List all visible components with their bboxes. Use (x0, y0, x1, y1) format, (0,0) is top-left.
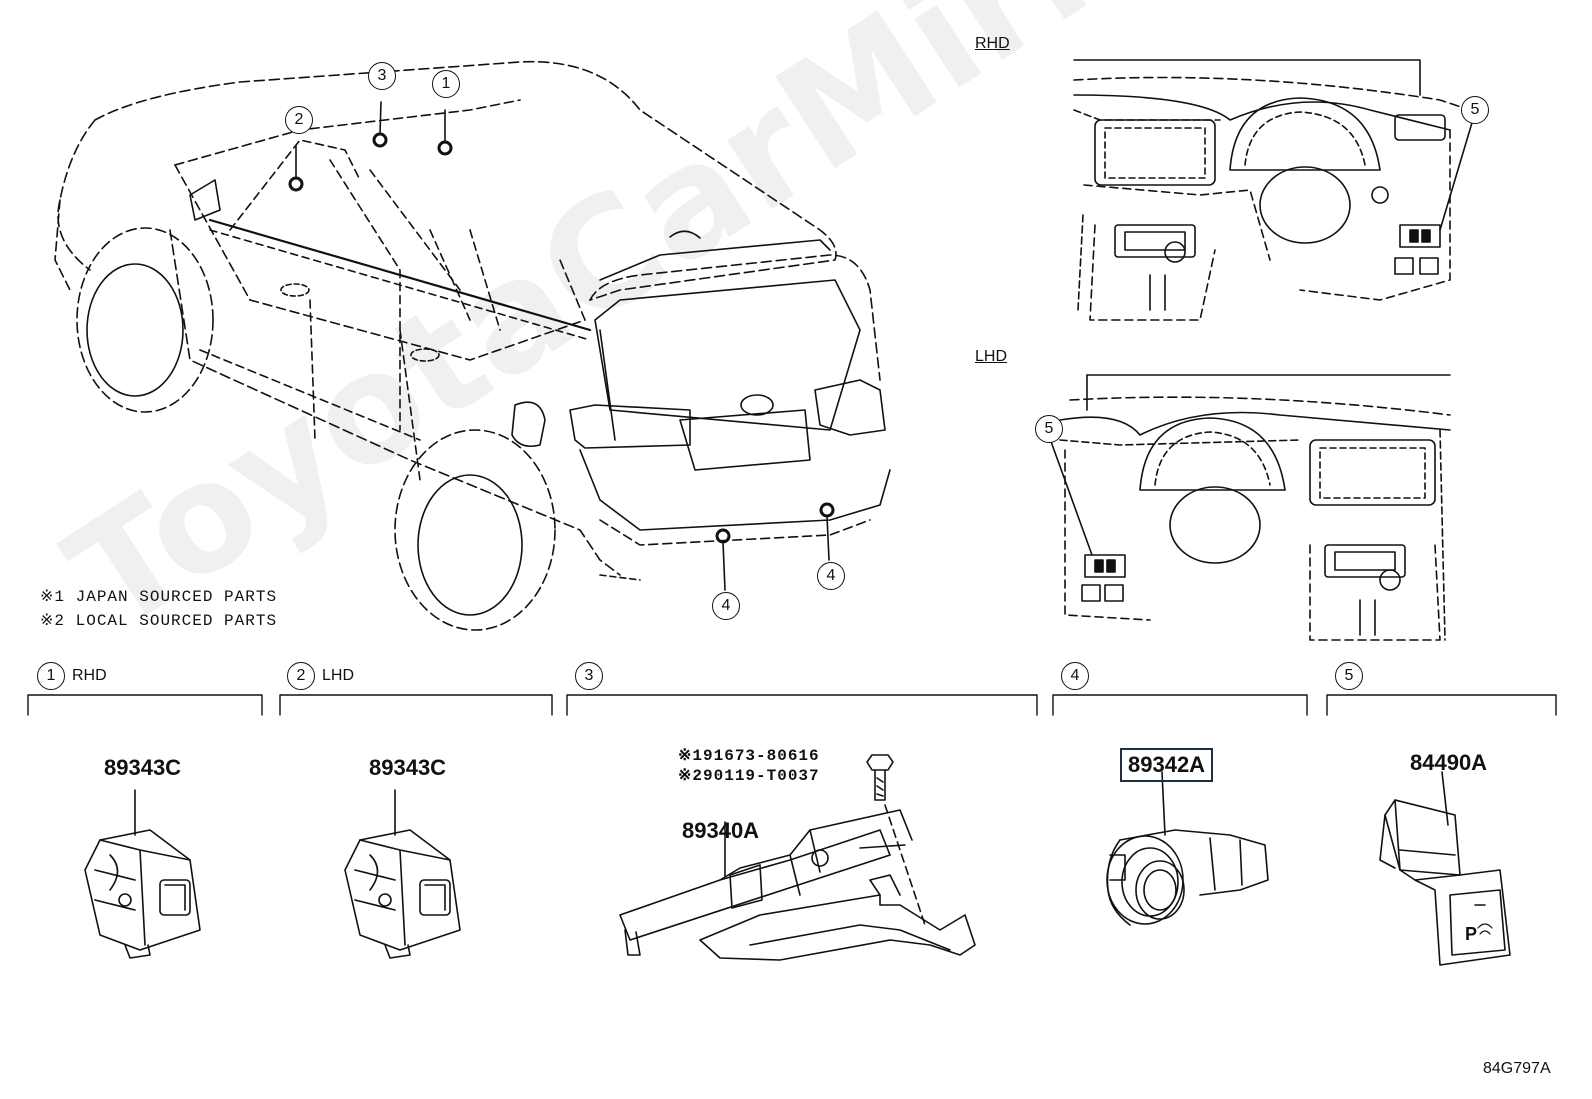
bolt-part-2-mark: ※2 (678, 767, 704, 785)
part-number-group-3: 89340A (682, 818, 760, 843)
computer-icon (84, 789, 201, 959)
svg-text:P: P (1465, 924, 1477, 944)
callout-5-rhd: 5 (1461, 96, 1489, 124)
callout-1: 1 (432, 70, 460, 98)
note-1: ※1 JAPAN SOURCED PARTS (40, 586, 277, 606)
note-2: ※2 LOCAL SOURCED PARTS (40, 610, 277, 630)
switch-icon: P (1379, 771, 1511, 966)
bolt-part-1-mark: ※1 (678, 747, 704, 765)
callout-5-lhd: 5 (1035, 415, 1063, 443)
diagram-code: 84G797A (1483, 1060, 1551, 1077)
note-1-mark: ※1 (40, 588, 66, 606)
callout-2: 2 (285, 106, 313, 134)
part-number-group-1: 89343C (104, 755, 182, 780)
callout-4b: 4 (817, 562, 845, 590)
bolt-part-2: ※290119-T0037 (678, 765, 820, 785)
rhd-view-label: RHD (975, 35, 1010, 52)
group-5-number: 5 (1335, 662, 1363, 690)
callout-3: 3 (368, 62, 396, 90)
note-2-mark: ※2 (40, 612, 66, 630)
group-2-label: LHD (322, 667, 355, 684)
group-1-label: RHD (72, 667, 107, 684)
group-1-number: 1 (37, 662, 65, 690)
group-2-number: 2 (287, 662, 315, 690)
note-1-text: JAPAN SOURCED PARTS (75, 588, 278, 606)
sensor-icon (1106, 771, 1269, 926)
part-number-group-5: 84490A (1410, 750, 1488, 775)
lhd-view-label: LHD (975, 348, 1008, 365)
bolt-part-2-number: 90119-T0037 (703, 767, 820, 785)
dashboard-icon (1073, 59, 1475, 321)
part-number-group-2: 89343C (369, 755, 447, 780)
bolt-part-1-number: 91673-80616 (703, 747, 820, 765)
group-3-number: 3 (575, 662, 603, 690)
group-4-number: 4 (1061, 662, 1089, 690)
callout-4a: 4 (712, 592, 740, 620)
bolt-part-1: ※191673-80616 (678, 745, 820, 765)
part-number-group-4: 89342A (1120, 748, 1214, 782)
note-2-text: LOCAL SOURCED PARTS (75, 612, 278, 630)
car-icon (54, 60, 891, 631)
bolt-icon (866, 754, 926, 926)
